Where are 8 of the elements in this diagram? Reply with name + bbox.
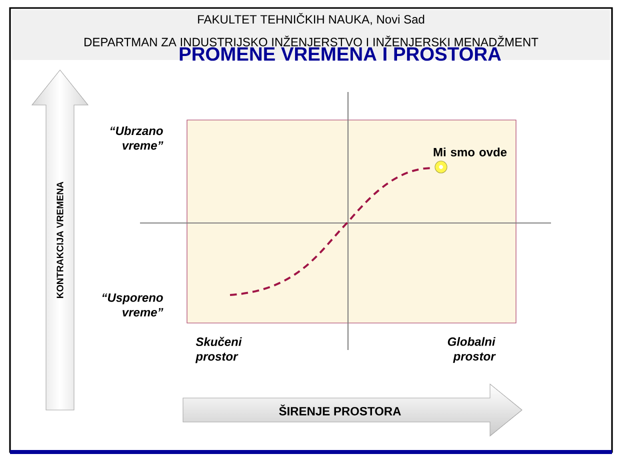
axis-label: Skučeni prostor bbox=[195, 336, 242, 364]
axis-label: Globalni prostor bbox=[448, 337, 496, 363]
axis-label: “Ubrzano vreme” bbox=[110, 126, 164, 150]
header-text: FAKULTET TEHNIČKIH NAUKA, Novi Sad bbox=[198, 12, 424, 25]
slide-title: PROMENE VREMENA I PROSTORA bbox=[180, 47, 501, 61]
axis-label: “Usporeno vreme” bbox=[102, 293, 164, 317]
axis-label: Mi smo ovde bbox=[434, 148, 507, 156]
header-text: DEPARTMAN ZA INDUSTRIJSKO INŽENJERSTVO I INŽENJERSKI MENADŽMENT bbox=[84, 36, 538, 46]
